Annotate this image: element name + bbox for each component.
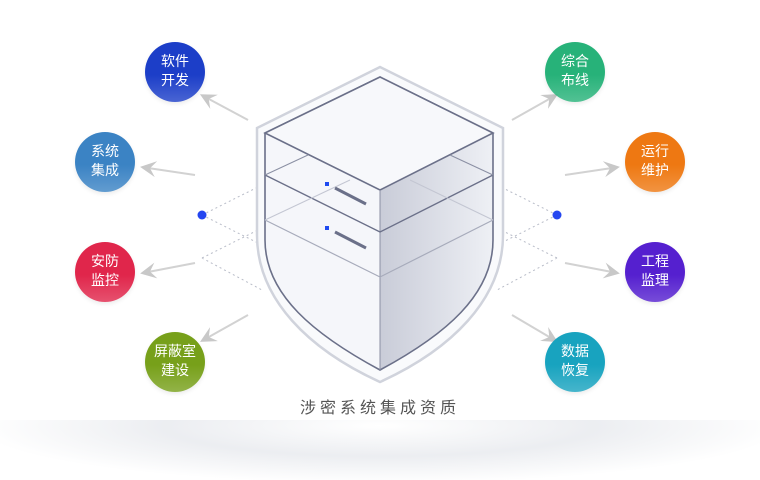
node-line1: 运行 bbox=[641, 144, 669, 160]
node-line1: 安防 bbox=[91, 254, 119, 270]
node-system-integration: 系统集成 bbox=[75, 132, 135, 192]
node-line2: 监控 bbox=[91, 273, 119, 289]
node-data-recovery: 数据恢复 bbox=[545, 332, 605, 392]
node-line1: 数据 bbox=[561, 344, 589, 360]
diagram-title: 涉密系统集成资质 bbox=[299, 398, 460, 417]
arrows bbox=[140, 94, 620, 343]
right-node-dot bbox=[552, 210, 562, 220]
node-line2: 恢复 bbox=[561, 363, 589, 379]
node-software-dev: 软件开发 bbox=[145, 42, 205, 102]
left-node-dot bbox=[197, 210, 207, 220]
node-line1: 屏蔽室 bbox=[154, 344, 196, 360]
node-line2: 监理 bbox=[641, 273, 669, 289]
node-cabling: 综合布线 bbox=[545, 42, 605, 102]
node-security-monitoring: 安防监控 bbox=[75, 242, 135, 302]
dotted-floor-decoration bbox=[0, 420, 760, 480]
node-line1: 综合 bbox=[561, 54, 589, 70]
node-line1: 软件 bbox=[161, 54, 189, 70]
node-supervision: 工程监理 bbox=[625, 242, 685, 302]
node-shielded-room: 屏蔽室建设 bbox=[145, 332, 205, 392]
node-line2: 建设 bbox=[161, 363, 189, 379]
node-operations: 运行维护 bbox=[625, 132, 685, 192]
node-line2: 布线 bbox=[561, 73, 589, 89]
node-line2: 维护 bbox=[641, 163, 669, 179]
node-line1: 工程 bbox=[641, 254, 669, 270]
node-line2: 集成 bbox=[91, 163, 119, 179]
node-line2: 开发 bbox=[161, 73, 189, 89]
node-line1: 系统 bbox=[91, 144, 119, 160]
